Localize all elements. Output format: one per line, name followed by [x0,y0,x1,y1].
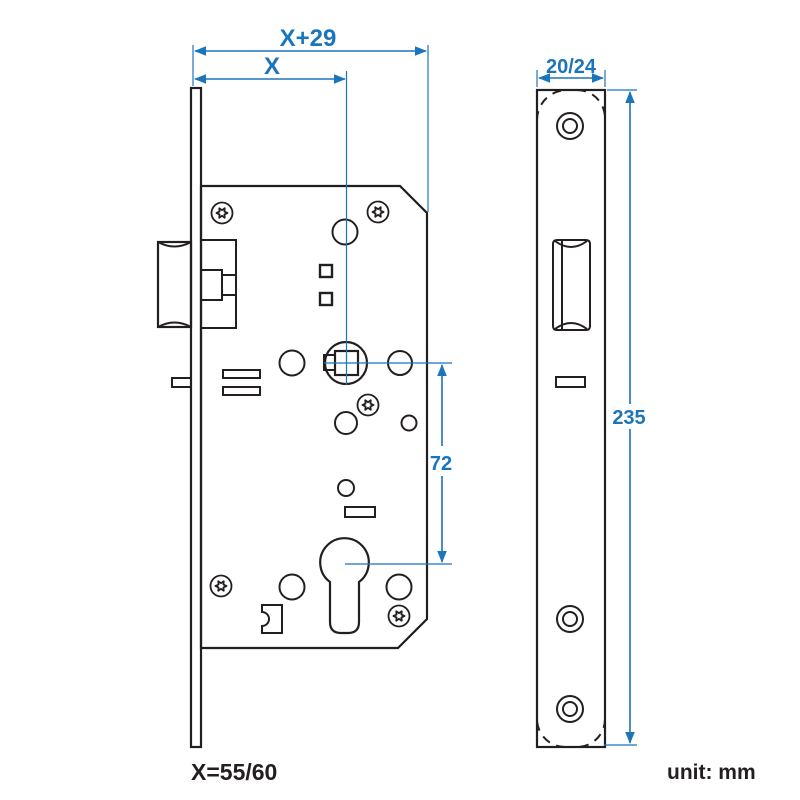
dim-total-width: X+29 [280,25,337,52]
note-x-value: X=55/60 [191,759,277,785]
hole [385,573,413,601]
slot [222,386,261,396]
hole [278,349,306,377]
slot [222,369,261,379]
torx-screw [366,200,390,224]
dimension-annotations: X+29 X 20/24 235 72 [192,25,646,746]
torx-screw [356,393,380,417]
euro-cylinder-hole [319,537,370,635]
torx-screw [210,201,234,225]
dim-center-distance: 72 [430,453,452,475]
dim-backset: X [264,53,280,80]
screw-hole [556,695,584,723]
lock-case [199,184,429,650]
side-view [535,88,607,749]
slot [344,506,376,518]
hole [278,573,306,601]
hole [334,411,358,435]
latch-tail [200,239,237,329]
torx-screw [209,574,233,598]
rounded-corner-option [536,89,606,748]
square-hole [318,263,334,279]
note-unit: unit: mm [667,761,756,784]
extension-lines [192,45,637,746]
case-holes [278,218,418,601]
screw-hole [556,605,584,633]
hole [400,414,418,432]
square-hole [318,291,334,307]
faceplate-edge [535,88,607,749]
hole [331,218,359,246]
deadlatch-tab [171,377,192,388]
faceplate-front [189,86,203,749]
dimension-lines [194,46,635,744]
dim-faceplate-width: 20/24 [546,56,597,78]
hole [337,479,355,497]
screw-hole [556,112,584,140]
slot [555,376,586,388]
latch-bolt-edge [552,239,591,331]
notched-stop [261,604,283,634]
torx-screw [387,604,411,628]
latch-bolt [156,240,193,329]
dim-faceplate-height: 235 [612,407,645,429]
front-view [156,86,429,749]
